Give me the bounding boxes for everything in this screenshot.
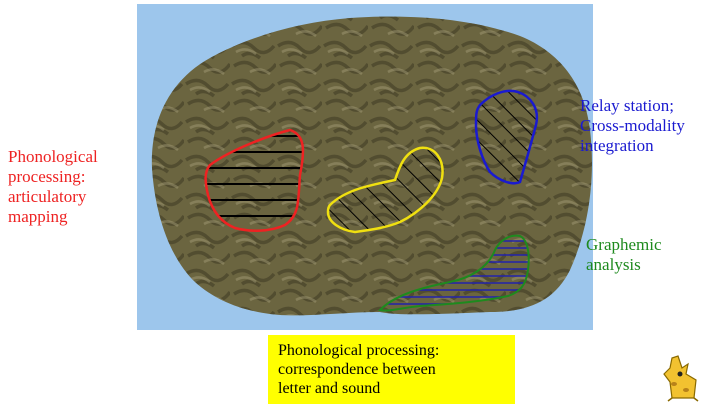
cartoon-giraffe-icon xyxy=(658,354,702,402)
label-line: letter and sound xyxy=(278,379,515,398)
label-line: Phonological processing: xyxy=(278,341,515,360)
articulatory-mapping-label: Phonological processing: articulatory ma… xyxy=(8,147,98,227)
label-line: integration xyxy=(580,136,685,156)
label-line: processing: xyxy=(8,167,98,187)
relay-station-label: Relay station; Cross-modality integratio… xyxy=(580,96,685,156)
graphemic-analysis-label: Graphemic analysis xyxy=(586,235,662,275)
label-line: correspondence between xyxy=(278,360,515,379)
label-line: mapping xyxy=(8,207,98,227)
label-line: Cross-modality xyxy=(580,116,685,136)
label-line: Relay station; xyxy=(580,96,685,116)
label-line: Graphemic xyxy=(586,235,662,255)
label-line: Phonological xyxy=(8,147,98,167)
sound-correspondence-caption: Phonological processing: correspondence … xyxy=(268,335,515,404)
label-line: analysis xyxy=(586,255,662,275)
label-line: articulatory xyxy=(8,187,98,207)
